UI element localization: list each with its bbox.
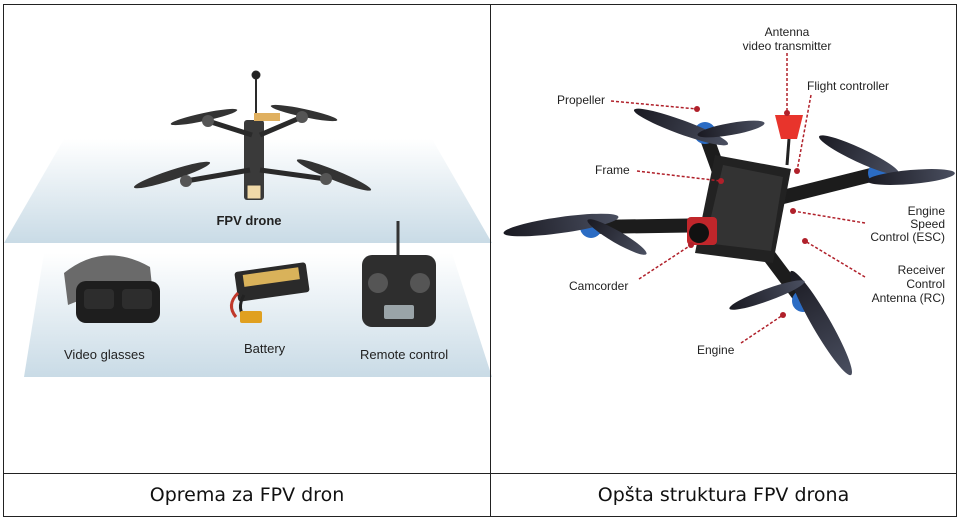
- camcorder-label: Camcorder: [569, 279, 629, 293]
- video-antenna: [775, 115, 803, 139]
- frame-label: Frame: [595, 163, 630, 177]
- flight-controller-label: Flight controller: [807, 79, 890, 93]
- esc-label-line3: Control (ESC): [870, 230, 945, 244]
- rc-label-line1: Receiver: [897, 263, 945, 277]
- esc-label: Engine Speed Control (ESC): [853, 205, 945, 244]
- battery-illustration: [230, 262, 310, 323]
- battery-label: Battery: [244, 341, 286, 356]
- leader-lines: [610, 53, 866, 344]
- antenna-label: Antenna video transmitter: [729, 25, 845, 53]
- drone-structure-illustration: [503, 53, 955, 376]
- rc-label-line2: Control: [906, 277, 945, 291]
- fpv-drone-label: FPV drone: [216, 213, 282, 228]
- equipment-panel: FPV drone Video glasses Battery Remote c…: [3, 4, 492, 474]
- video-glasses-illustration: [64, 255, 160, 323]
- video-glasses-label: Video glasses: [64, 347, 145, 362]
- equipment-illustration: [4, 70, 492, 377]
- structure-panel: Antenna video transmitter Flight control…: [490, 4, 957, 474]
- rc-label-line3: Antenna (RC): [871, 291, 945, 305]
- propellers: [503, 108, 955, 376]
- fpv-drone-illustration: [133, 70, 372, 200]
- esc-label-line1: Engine: [907, 204, 945, 218]
- remote-control-label: Remote control: [360, 347, 449, 362]
- engine-label: Engine: [697, 343, 735, 357]
- remote-control-illustration: [362, 221, 436, 327]
- structure-caption: Opšta struktura FPV drona: [490, 473, 957, 517]
- antenna-label-line2: video transmitter: [742, 39, 832, 53]
- rc-label: Receiver Control Antenna (RC): [853, 263, 945, 305]
- leader-dots: [688, 106, 808, 318]
- esc-label-line2: Speed: [910, 217, 945, 231]
- propeller-label: Propeller: [557, 93, 606, 107]
- equipment-caption: Oprema za FPV dron: [3, 473, 491, 517]
- antenna-label-line1: Antenna: [764, 25, 810, 39]
